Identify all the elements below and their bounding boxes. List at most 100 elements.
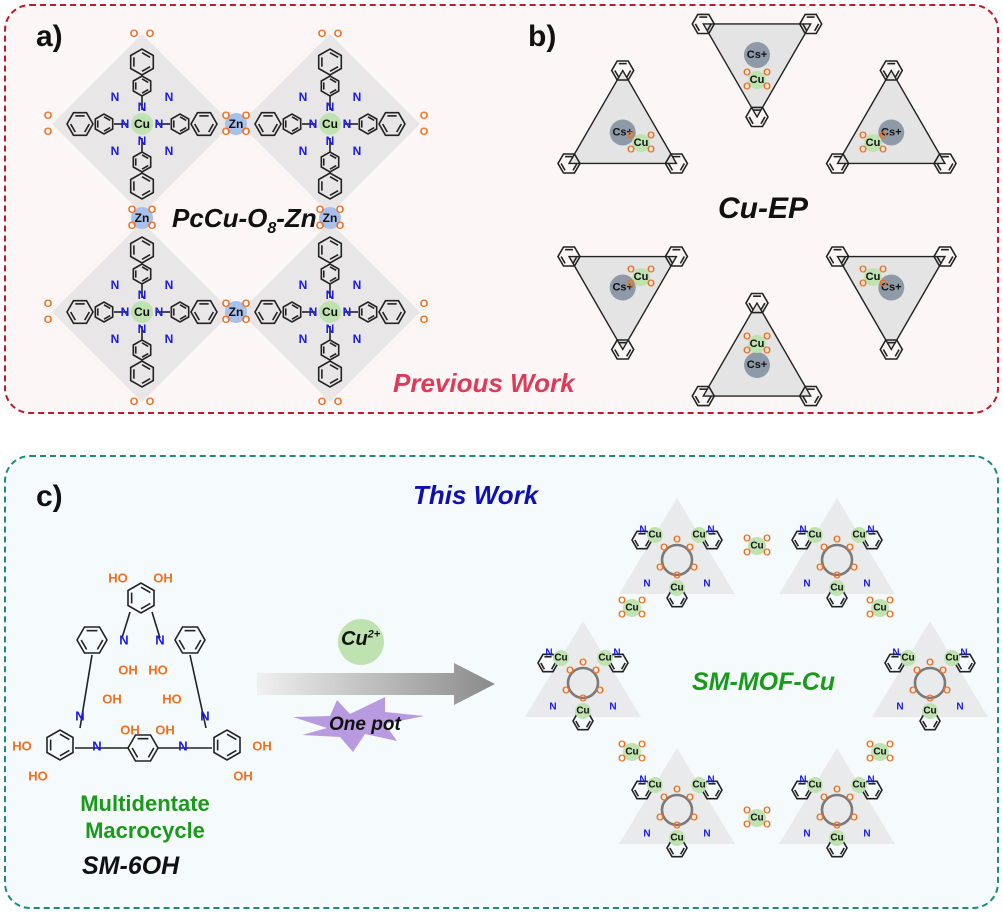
benzene-ring: [664, 246, 689, 267]
oxygen-label: O: [627, 265, 635, 276]
cu2-label: Cu2+: [341, 628, 380, 651]
imine-nitrogen-label: N: [960, 648, 967, 659]
cs-cation-circle: [609, 119, 636, 146]
oxygen-label: O: [318, 28, 327, 40]
benzene-ring: [745, 292, 769, 314]
oxygen-label: O: [128, 220, 137, 232]
double-bond: [329, 266, 337, 272]
double-bond: [395, 123, 403, 133]
oxygen-label: O: [420, 126, 429, 138]
oxygen-label: O: [879, 131, 887, 142]
oxygen-label: O: [336, 220, 345, 232]
oxygen-label: O: [926, 658, 934, 669]
imine-nitrogen-label: N: [639, 775, 646, 786]
arrow-shape: [257, 663, 495, 705]
pyrrole-nitrogen-label: N: [343, 117, 352, 131]
oxygen-label: O: [743, 534, 751, 545]
double-bond: [804, 789, 810, 797]
double-bond: [367, 126, 375, 132]
double-bond: [669, 597, 675, 605]
double-bond: [634, 539, 640, 547]
double-bond: [367, 116, 375, 122]
meso-nitrogen-label: N: [299, 332, 308, 346]
cu-node-label: Cu: [625, 603, 638, 614]
cu-node-circle: [623, 743, 641, 761]
double-bond: [839, 847, 845, 855]
meso-nitrogen-label: N: [353, 90, 362, 104]
cu-center-circle: [647, 527, 663, 543]
oxygen-label: O: [926, 694, 934, 705]
hydroxyl-label: OH: [153, 571, 173, 586]
cu-center-circle: [922, 703, 938, 719]
double-bond: [936, 163, 942, 171]
zn-node-label: Zn: [229, 117, 244, 131]
double-bond: [644, 789, 650, 797]
oxygen-label: O: [579, 658, 587, 669]
oxygen-label: O: [879, 279, 887, 290]
one-pot-star: [293, 697, 424, 752]
cu2-charge: 2+: [367, 628, 381, 641]
oxygen-label: O: [242, 314, 251, 326]
meso-nitrogen-label: N: [299, 144, 308, 158]
cu-center-circle: [319, 301, 341, 323]
benzene-ring: [129, 48, 155, 76]
cu-node-label: Cu: [873, 603, 886, 614]
cu-node-circle: [632, 134, 650, 152]
oxygen-label: O: [879, 145, 887, 156]
oxygen-label: O: [743, 820, 751, 831]
one-pot-label: One pot: [329, 714, 401, 735]
cu-center-circle: [807, 527, 823, 543]
meso-nitrogen-label: N: [165, 332, 174, 346]
pccu-title-sub: 8: [267, 220, 277, 238]
benzene-ring: [631, 780, 653, 800]
cu-center-circle: [807, 777, 823, 793]
double-bond: [291, 116, 299, 122]
benzene-ring: [879, 339, 904, 360]
benzene-ring: [691, 385, 716, 407]
double-bond: [193, 311, 201, 321]
double-bond: [794, 539, 800, 547]
cu-node-circle: [623, 599, 641, 617]
oxygen-label: O: [222, 110, 231, 122]
cu-center-circle: [131, 113, 153, 135]
benzene-ring: [610, 60, 635, 81]
cs-cation-circle: [609, 274, 636, 301]
double-bond: [610, 662, 616, 670]
cu-node-label: Cu: [750, 338, 765, 350]
double-bond: [667, 163, 674, 171]
sm-mof-cu-label: SM-MOF-Cu: [692, 668, 836, 696]
oxygen-label: O: [592, 666, 600, 677]
double-bond: [694, 23, 701, 32]
pccu-title-main: PcCu-O: [172, 203, 268, 233]
double-bond: [271, 311, 279, 321]
oxygen-label: O: [763, 68, 771, 79]
benzene-ring: [190, 299, 218, 325]
double-bond: [922, 720, 928, 728]
oxygen-label: O: [909, 686, 917, 697]
double-bond: [141, 253, 151, 261]
double-bond: [748, 116, 754, 125]
benzene-ring: [317, 172, 343, 200]
oxygen-label: O: [673, 571, 681, 582]
previous-work-caption: Previous Work: [393, 368, 575, 398]
double-bond: [141, 239, 151, 247]
benzene-ring: [537, 653, 559, 673]
double-bond: [550, 662, 556, 670]
oxygen-label: O: [128, 204, 137, 216]
double-bond: [679, 847, 685, 855]
cs-cation-circle: [878, 119, 905, 146]
cu-node-circle: [748, 71, 766, 89]
oxygen-label: O: [743, 332, 751, 343]
double-bond: [874, 539, 880, 547]
double-bond: [644, 539, 650, 547]
double-bond: [864, 789, 870, 797]
macrocycle-cavity-ring: [913, 666, 947, 700]
double-bond: [614, 349, 620, 357]
hydroxyl-label: HO: [148, 663, 168, 678]
benzene-ring: [317, 236, 343, 264]
zn-node-circle: [225, 113, 247, 135]
double-bond: [882, 349, 889, 357]
cu-center-circle: [575, 703, 591, 719]
cu-center-label: Cu: [670, 583, 683, 594]
